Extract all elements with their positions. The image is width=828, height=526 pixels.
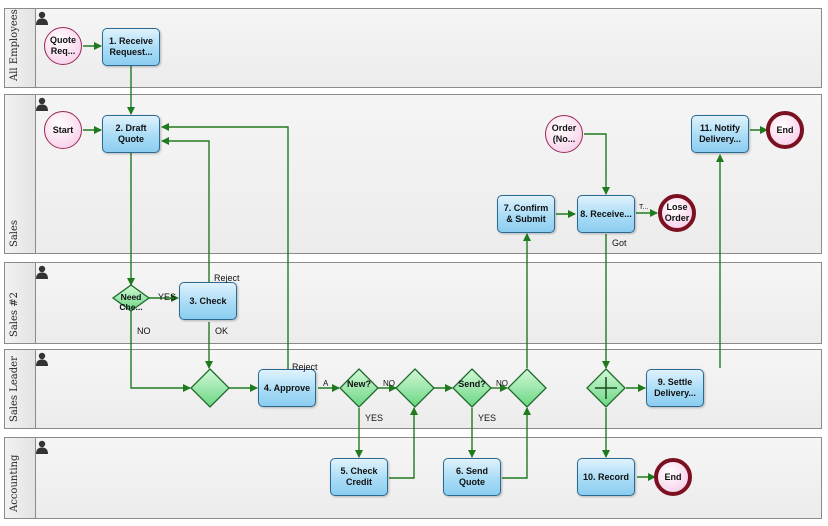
flow-label-lose: T... — [639, 204, 649, 211]
person-icon — [36, 97, 48, 111]
gateway-new — [339, 368, 379, 408]
task-label: 8. Receive... — [580, 208, 632, 219]
event-label: Quote Req... — [50, 35, 76, 56]
lane-header: Sales Leader — [5, 350, 36, 428]
task-send-quote[interactable]: 6. Send Quote — [443, 458, 501, 496]
start-event-quote-request[interactable]: Quote Req... — [44, 27, 82, 65]
person-icon — [36, 352, 48, 366]
flow-label-no: NO — [496, 379, 508, 388]
event-label: Start — [52, 124, 74, 135]
task-notify-delivery[interactable]: 11. Notify Delivery... — [691, 115, 749, 153]
task-check-credit[interactable]: 5. Check Credit — [330, 458, 388, 496]
event-label: End — [776, 124, 794, 135]
task-approve[interactable]: 4. Approve — [258, 369, 316, 407]
person-icon — [36, 440, 48, 454]
task-confirm-submit[interactable]: 7. Confirm & Submit — [497, 195, 555, 233]
flow-sendquote-to-gw3 — [502, 407, 531, 479]
task-receive-order[interactable]: 8. Receive... — [577, 195, 635, 233]
flow-label-yes: YES — [158, 292, 177, 302]
task-label: 3. Check — [189, 295, 227, 306]
task-settle-delivery[interactable]: 9. Settle Delivery... — [646, 369, 704, 407]
flow-label-ok: OK — [215, 326, 229, 336]
person-icon — [36, 265, 48, 279]
task-draft-quote[interactable]: 2. Draft Quote — [102, 115, 160, 153]
end-event-accounting[interactable]: End — [654, 458, 692, 496]
flow-label-a: A — [323, 379, 329, 388]
event-label: End — [664, 471, 682, 482]
start-event[interactable]: Start — [44, 111, 82, 149]
task-label: 10. Record — [582, 471, 630, 482]
gateway-send — [452, 368, 492, 408]
event-label: Lose Order — [664, 202, 690, 223]
task-label: 5. Check Credit — [340, 466, 378, 487]
start-event-order[interactable]: Order (No... — [545, 115, 583, 153]
plus-icon — [595, 377, 617, 399]
flow-label-yes: YES — [365, 413, 384, 423]
flow-label-no: NO — [137, 326, 151, 336]
gateway-label-send: Send? — [458, 379, 486, 389]
task-label: 11. Notify Delivery... — [699, 123, 741, 144]
person-icon — [36, 11, 48, 25]
gateway-label-need-check: Need Che... — [119, 292, 143, 312]
end-event-lose-order[interactable]: Lose Order — [658, 194, 696, 232]
flow-label-no: NO — [383, 379, 395, 388]
flow-label-reject: Reject — [292, 362, 318, 372]
flow-label-reject: Reject — [214, 273, 240, 283]
flow-needcheck-no-to-merge — [130, 311, 191, 392]
end-event-sales[interactable]: End — [766, 111, 804, 149]
task-label: 1. Receive Request... — [108, 36, 154, 57]
lane-header: Sales #2 — [5, 263, 36, 343]
task-label: 6. Send Quote — [455, 466, 488, 487]
flow-check-reject-to-draft — [161, 137, 210, 282]
lane-header: Accounting — [5, 438, 36, 518]
gateway-label-new: New? — [346, 379, 371, 389]
task-record[interactable]: 10. Record — [577, 458, 635, 496]
flow-order-to-receive — [584, 133, 610, 195]
flow-credit-to-gw2 — [389, 407, 418, 479]
task-label: 9. Settle Delivery... — [654, 377, 696, 398]
gateway-merge-3 — [507, 368, 547, 408]
task-label: 2. Draft Quote — [115, 123, 147, 144]
flow-label-got: Got — [612, 238, 627, 248]
task-label: 7. Confirm & Submit — [503, 203, 549, 224]
gateway-need-check — [111, 284, 151, 312]
event-label: Order (No... — [551, 123, 577, 144]
task-receive-request[interactable]: 1. Receive Request... — [102, 28, 160, 66]
gateway-merge-1 — [190, 368, 230, 408]
gateway-merge-2 — [395, 368, 435, 408]
task-check[interactable]: 3. Check — [179, 282, 237, 320]
lane-header: All Employees — [5, 9, 36, 87]
flow-approve-reject-to-draft — [161, 123, 289, 370]
lane-header: Sales — [5, 95, 36, 253]
task-label: 4. Approve — [263, 382, 311, 393]
flow-label-yes: YES — [478, 413, 497, 423]
